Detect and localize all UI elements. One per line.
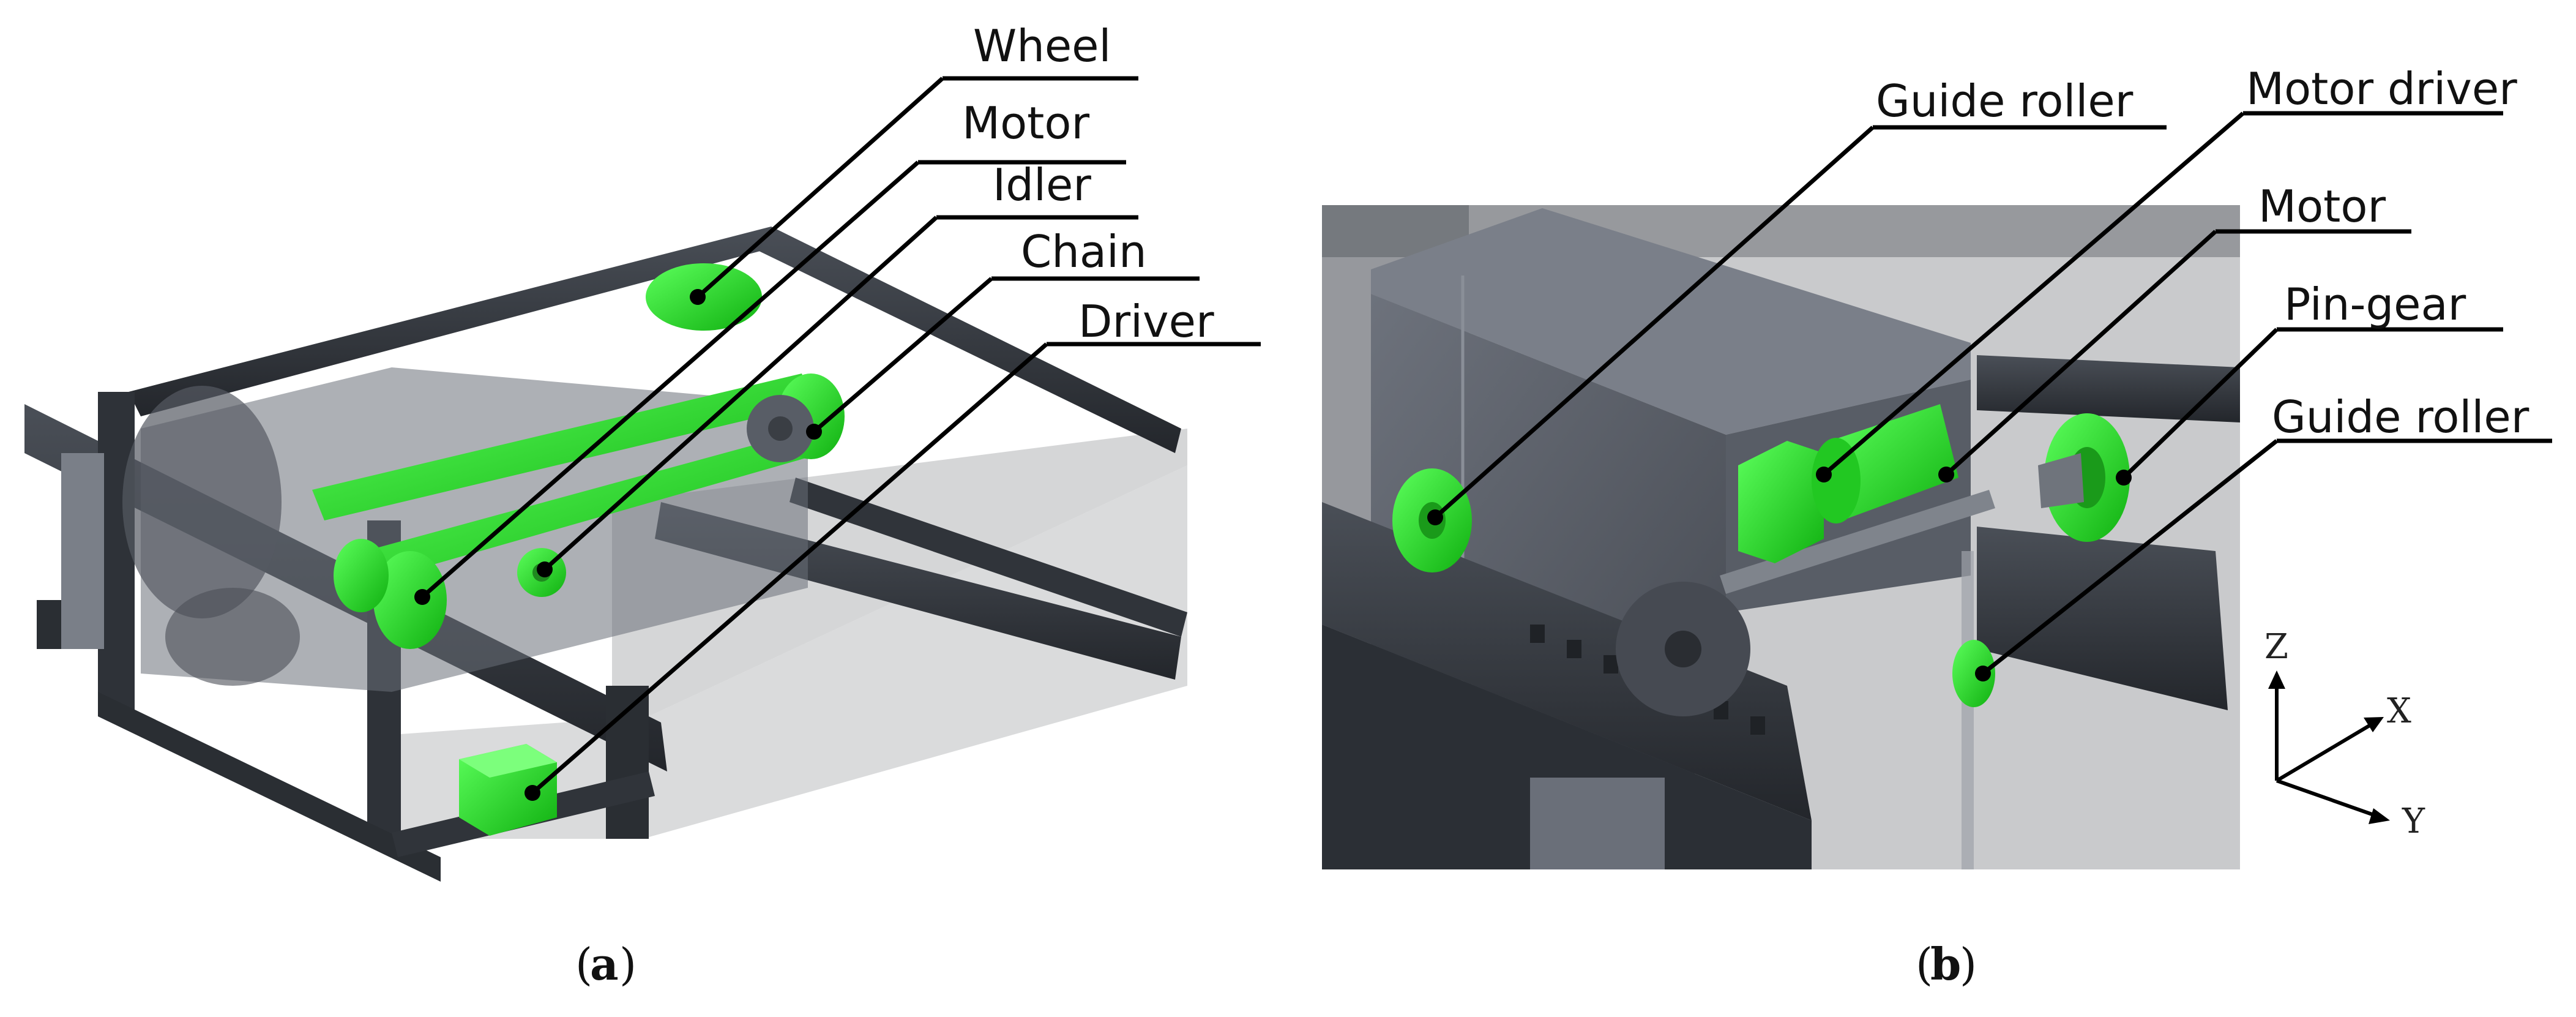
label-wheel: Wheel — [973, 20, 1111, 72]
label-motor-b: Motor — [2258, 181, 2386, 232]
panel-a-leaders — [420, 76, 1261, 795]
axis-label-y: Y — [2402, 801, 2425, 841]
label-guide-roller-lower: Guide roller — [2272, 391, 2529, 443]
caption-a-close-paren: ) — [619, 939, 637, 990]
caption-a-open-paren: ( — [575, 939, 592, 990]
panel-b-leaders — [1433, 111, 2552, 675]
caption-b-open-paren: ( — [1916, 939, 1933, 990]
label-driver: Driver — [1078, 296, 1214, 347]
caption-a-letter: a — [590, 938, 619, 990]
panel-b-illustration — [1322, 205, 2240, 869]
label-pin-gear: Pin-gear — [2284, 279, 2466, 330]
label-idler: Idler — [993, 159, 1091, 211]
label-motor-a: Motor — [962, 97, 1089, 149]
axis-label-x: X — [2387, 691, 2411, 731]
panel-a-leader-dots — [414, 289, 822, 801]
caption-b-letter: b — [1930, 938, 1961, 990]
axes-indicator — [2268, 670, 2390, 824]
caption-b-close-paren: ) — [1960, 939, 1977, 990]
label-motor-driver: Motor driver — [2246, 63, 2517, 114]
label-guide-roller-upper: Guide roller — [1876, 75, 2134, 127]
panel-a-illustration — [24, 227, 1187, 882]
panel-b-leader-dots — [1427, 467, 2132, 681]
label-chain: Chain — [1021, 226, 1147, 277]
axis-label-z: Z — [2264, 627, 2288, 667]
